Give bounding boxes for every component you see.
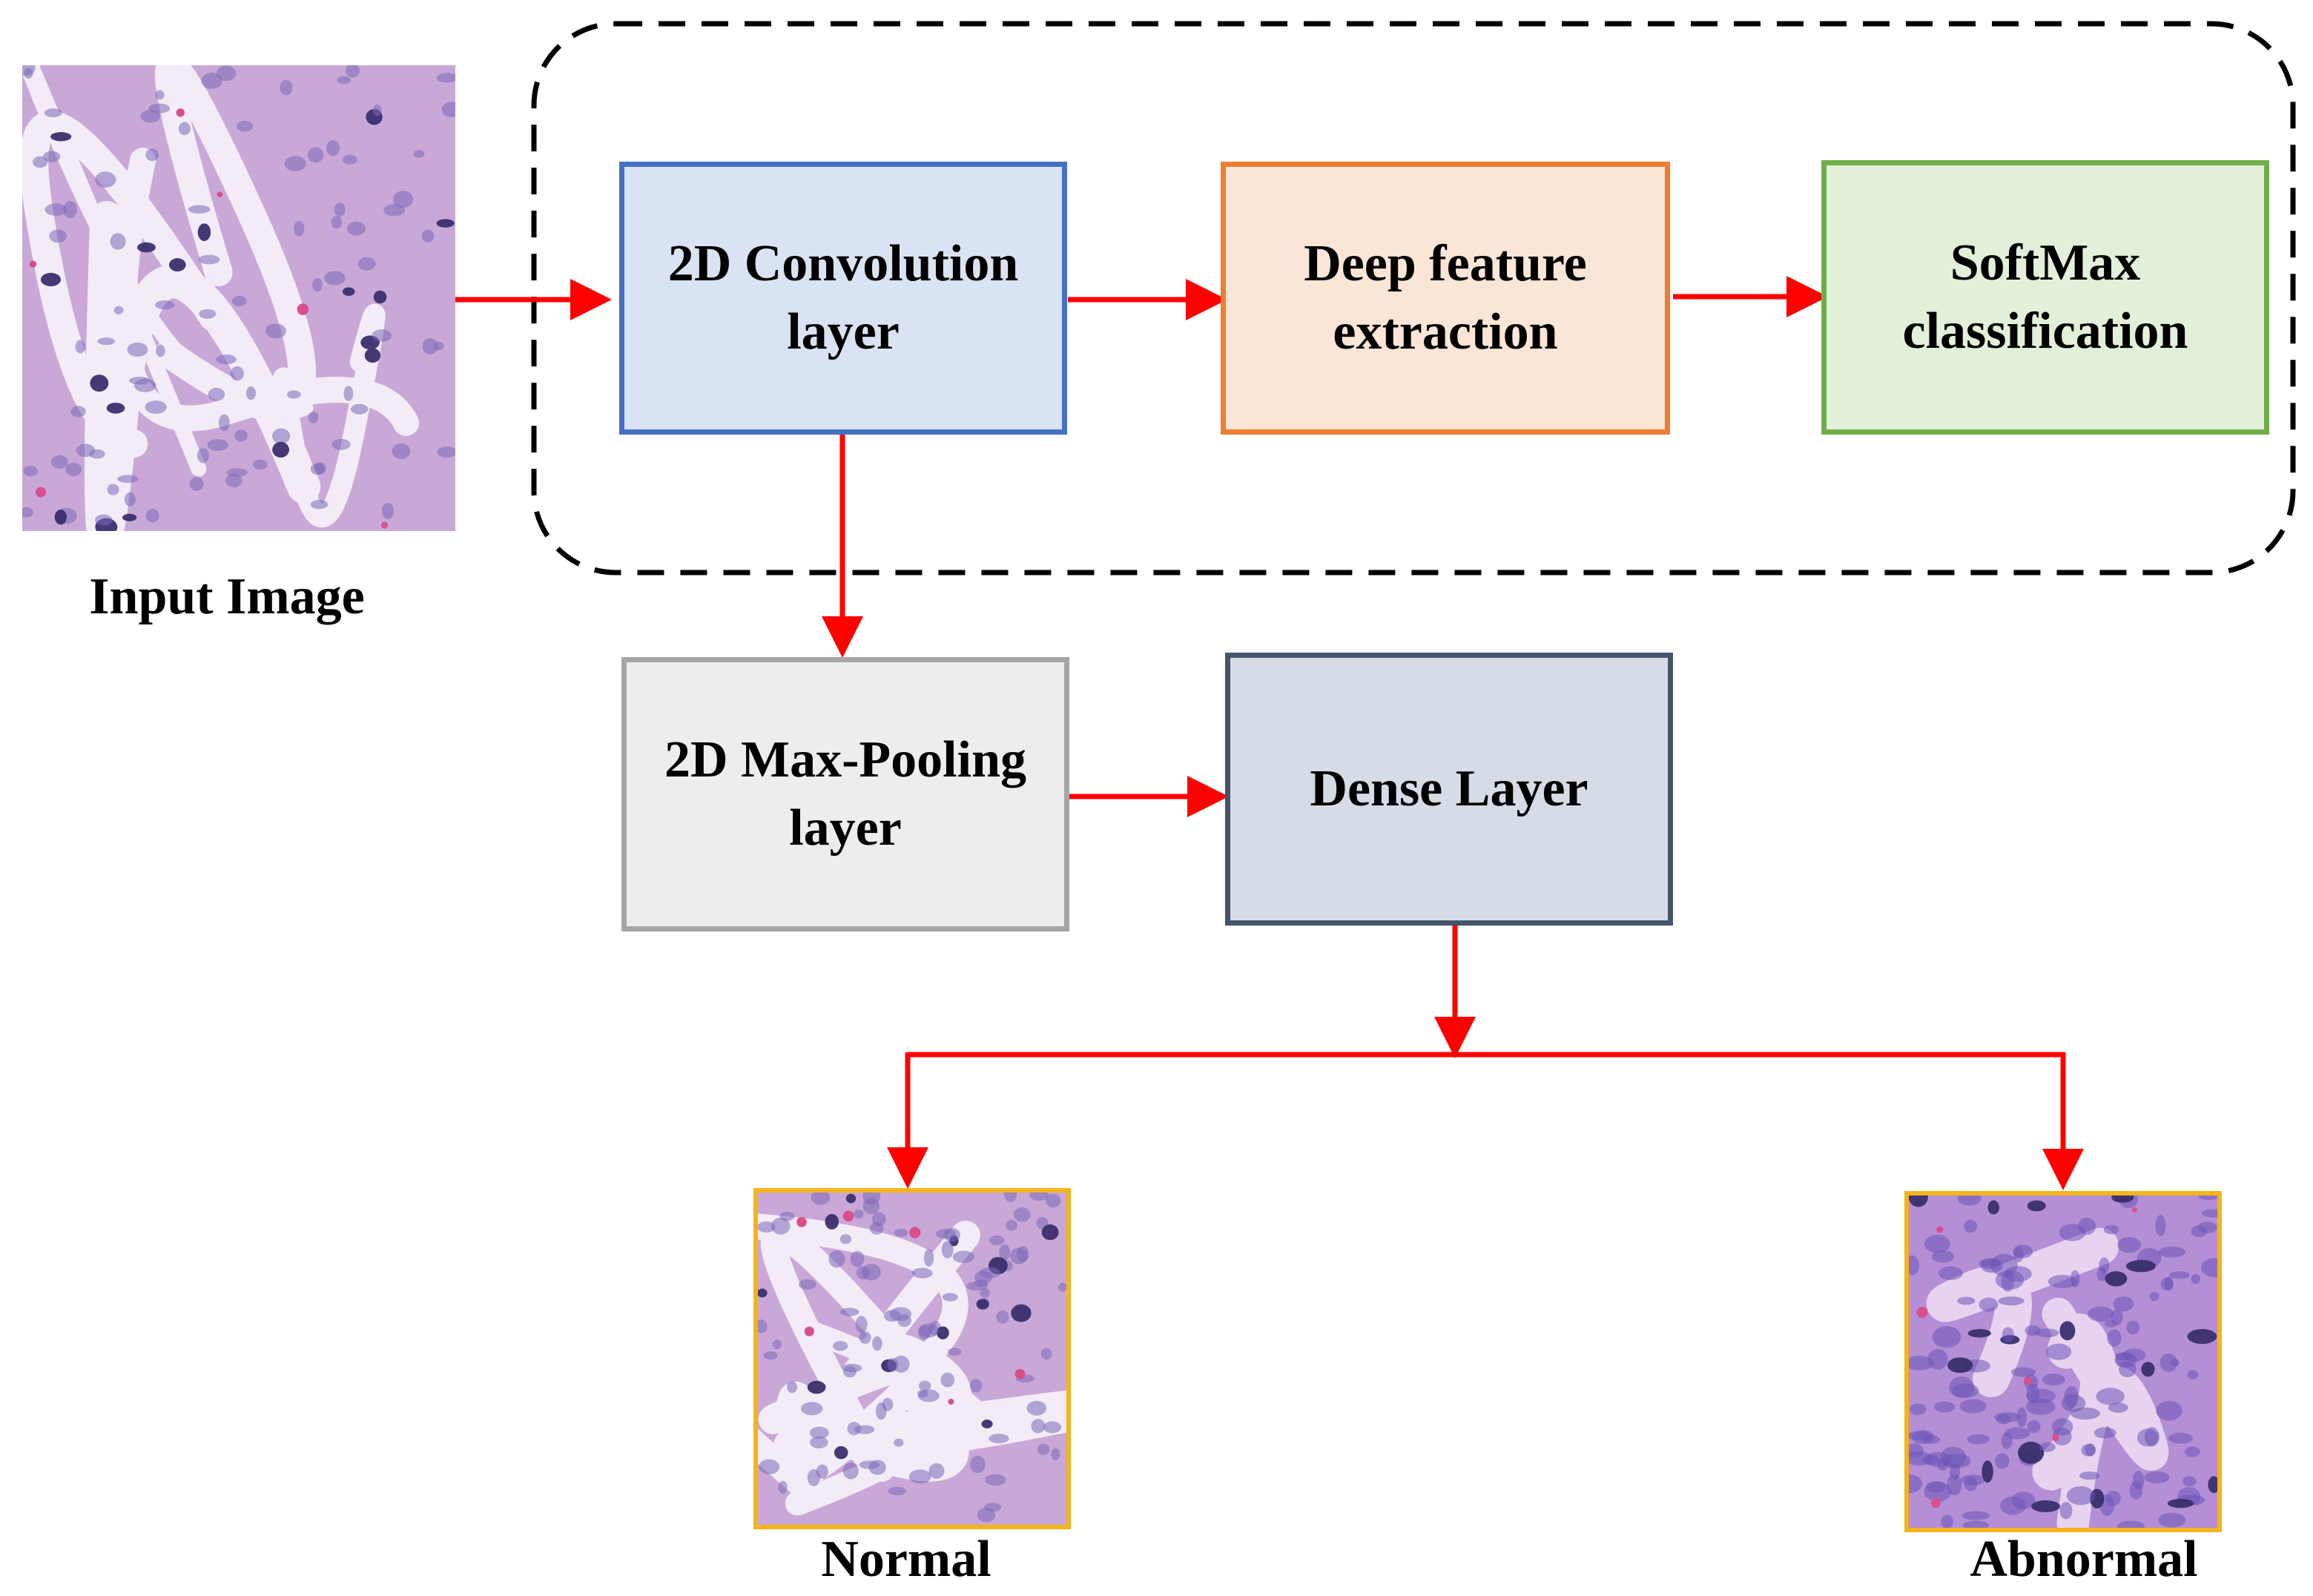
abnormal-caption: Abnormal — [1970, 1531, 2198, 1588]
deep-feature-label-line1: Deep feature — [1304, 235, 1587, 292]
softmax-label-line2: classification — [1902, 303, 2188, 360]
conv-layer-block: 2D Convolution layer — [619, 162, 1067, 435]
normal-output-image — [753, 1188, 1071, 1529]
pool-layer-label-line1: 2D Max-Pooling — [664, 731, 1027, 788]
input-image — [22, 65, 455, 531]
conv-layer-label-line1: 2D Convolution — [667, 235, 1019, 292]
deep-feature-label-line2: extraction — [1333, 303, 1558, 360]
softmax-classification-block: SoftMax classification — [1821, 160, 2269, 435]
deep-feature-extraction-block: Deep feature extraction — [1221, 162, 1670, 435]
abnormal-output-image — [1904, 1191, 2222, 1532]
dense-layer-label: Dense Layer — [1310, 755, 1588, 823]
tissue-texture — [1909, 1196, 2217, 1528]
tissue-texture — [758, 1193, 1066, 1525]
dense-layer-block: Dense Layer — [1225, 653, 1673, 926]
pool-layer-label: 2D Max-Pooling layer — [664, 726, 1026, 863]
conv-layer-label-line2: layer — [787, 303, 900, 360]
normal-caption: Normal — [821, 1531, 991, 1588]
pool-layer-label-line2: layer — [789, 799, 902, 857]
input-image-caption: Input Image — [89, 568, 365, 625]
max-pooling-layer-block: 2D Max-Pooling layer — [621, 657, 1069, 931]
deep-feature-label: Deep feature extraction — [1304, 230, 1587, 366]
dense-layer-label-line1: Dense Layer — [1310, 760, 1588, 817]
softmax-label: SoftMax classification — [1903, 229, 2188, 366]
tissue-texture — [22, 65, 455, 531]
conv-layer-label: 2D Convolution layer — [668, 230, 1019, 366]
softmax-label-line1: SoftMax — [1950, 234, 2141, 291]
